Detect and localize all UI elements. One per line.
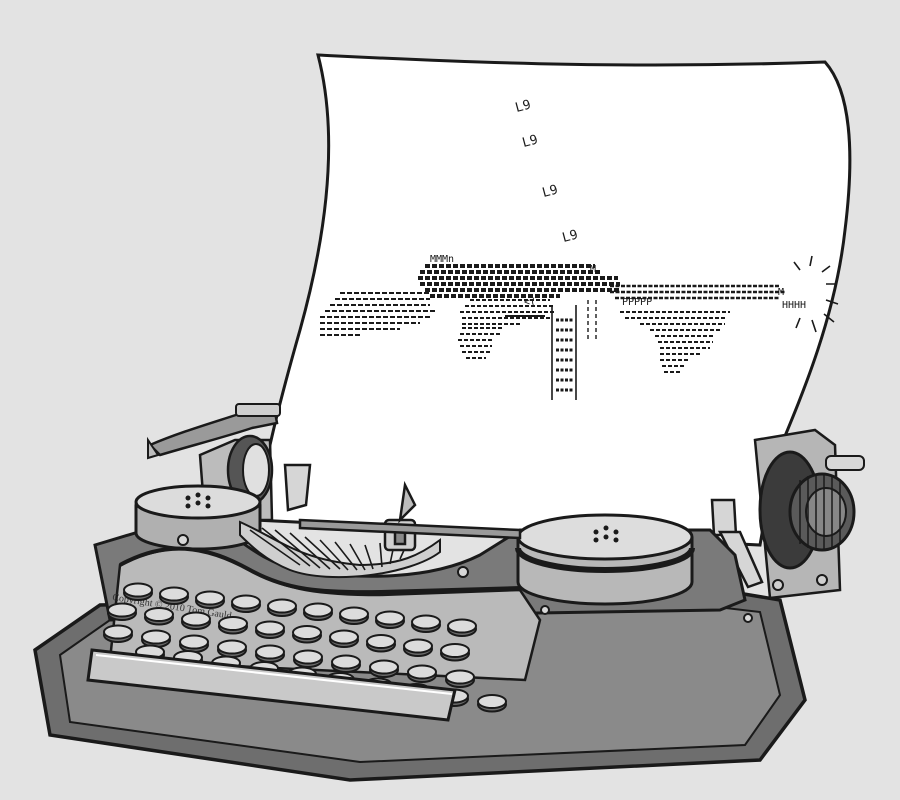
typewriter-key [255,644,285,663]
typewriter-key [292,625,322,644]
typewriter-key [369,659,399,678]
typewriter-key [195,590,225,609]
typewriter-key [293,649,323,668]
typewriter-key [331,654,361,673]
typewriter-key [218,616,248,635]
typewriter-key [255,620,285,639]
typewriter-key [144,607,174,626]
typewriter-key [123,582,153,601]
ascii-bolt: <( [524,297,536,308]
typed-line-3: L9 [541,182,560,201]
typewriter-key [411,614,441,633]
typewriter-key [179,634,209,653]
typebars [239,520,441,579]
space-bar [86,648,457,722]
typewriter-key [407,664,437,683]
typewriter-key [375,610,405,629]
typewriter-key [339,606,369,625]
typed-line-2: L9 [521,132,540,151]
typewriter-key [329,629,359,648]
ascii-art-texture [320,255,839,400]
type-guide [298,480,522,552]
typewriter-key [231,594,261,613]
typewriter-key [477,694,507,713]
typewriter-key [267,598,297,617]
typewriter-key [103,624,133,643]
typewriter-key [403,638,433,657]
ascii-tail: PPPPP [622,297,652,308]
typewriter-key [107,602,137,621]
typewriter-key [303,602,333,621]
typewriter-key [141,629,171,648]
typewriter-key [217,639,247,658]
carriage-lever [147,403,281,460]
ascii-sight: M [590,264,596,275]
typewriter-key [447,618,477,637]
typewriter-key [159,586,189,605]
paper-sheet [253,53,852,547]
typewriter-key [445,669,475,688]
typed-lines: L9 L9 L9 L9 [514,97,580,246]
typewriter-key [181,611,211,630]
typewriter-key [366,634,396,653]
typed-line-1: L9 [514,97,533,116]
ascii-barrel-end: HHHH [782,300,806,311]
paper-guides [283,463,764,589]
right-platen-knob [753,428,865,600]
ascii-magazine-top: MMMn [430,254,454,265]
typed-line-4: L9 [561,227,580,246]
typewriter-key [440,643,470,662]
